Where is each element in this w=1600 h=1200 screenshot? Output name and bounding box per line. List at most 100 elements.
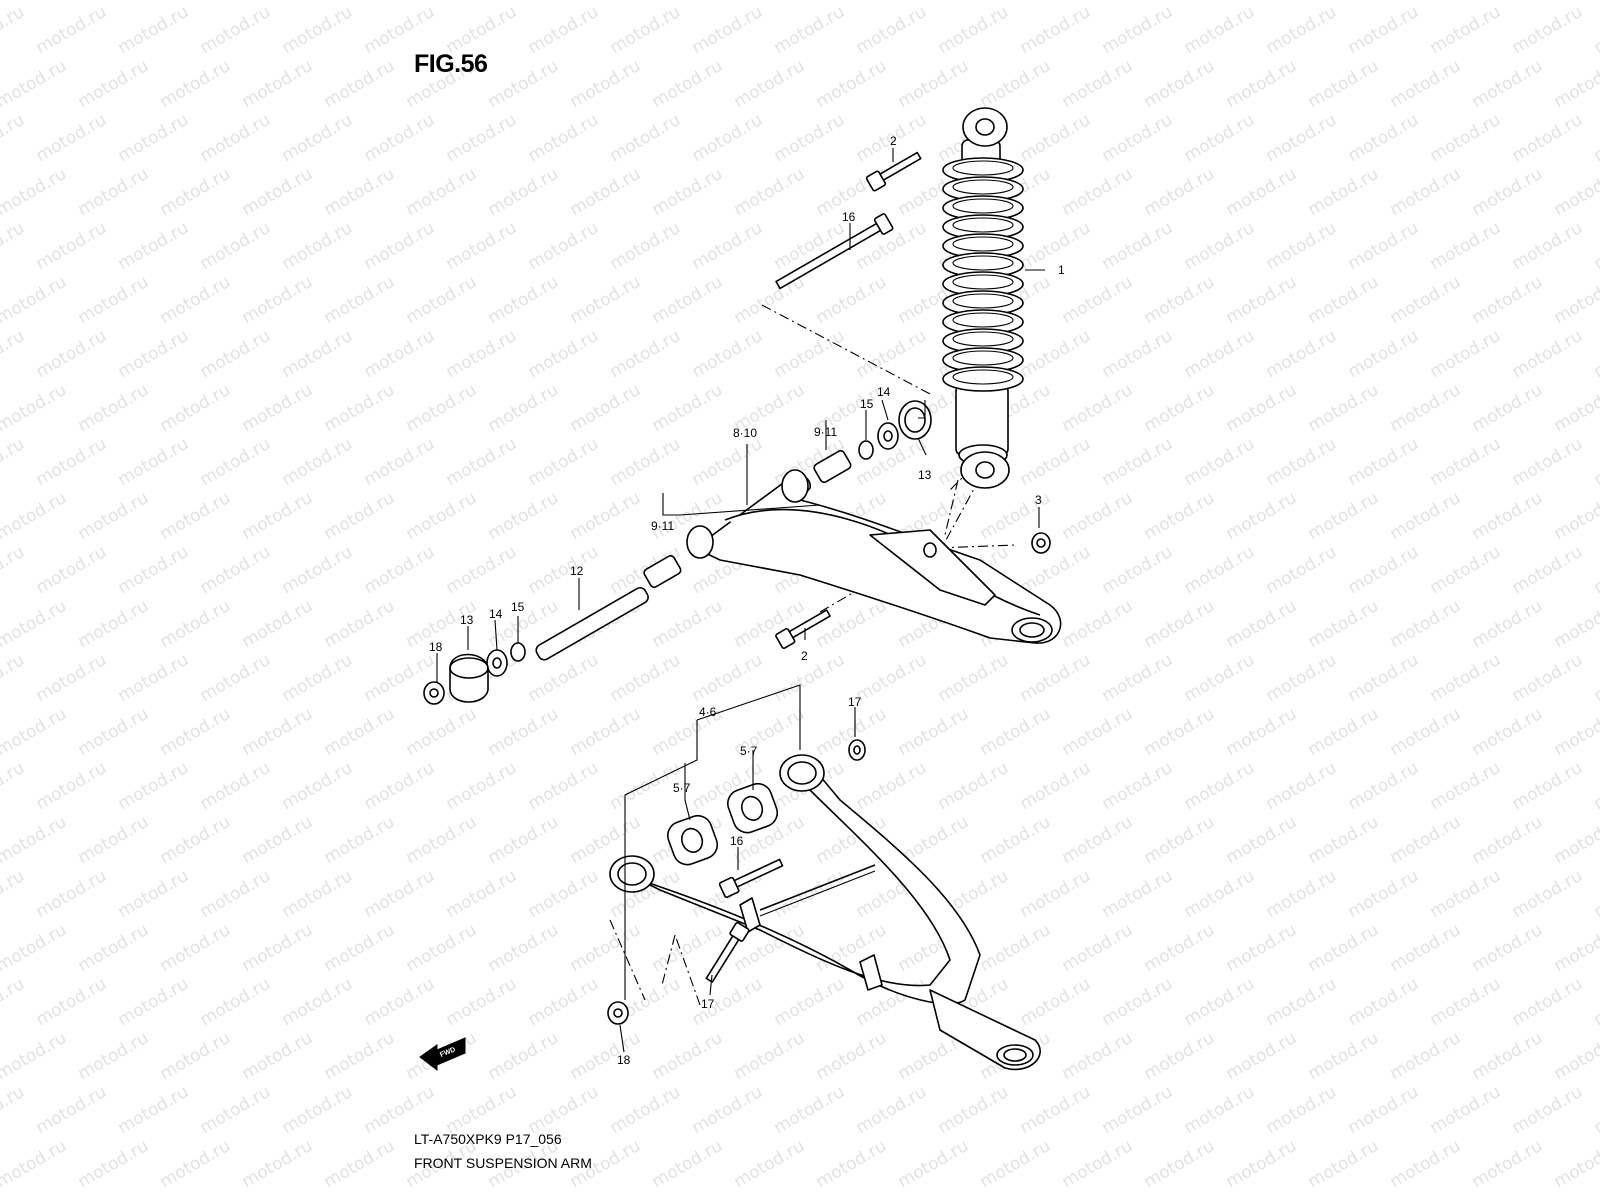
watermark-text: motod.ru <box>1305 272 1383 328</box>
watermark-text: motod.ru <box>1223 488 1301 544</box>
watermark-text: motod.ru <box>279 758 357 814</box>
watermark-text: motod.ru <box>525 2 603 58</box>
watermark-text: motod.ru <box>361 218 439 274</box>
watermark-text: motod.ru <box>75 704 153 760</box>
watermark-text: motod.ru <box>525 542 603 598</box>
watermark-text: motod.ru <box>0 650 28 706</box>
watermark-text: motod.ru <box>977 812 1055 868</box>
watermark-text: motod.ru <box>1223 704 1301 760</box>
watermark-text: motod.ru <box>485 920 563 976</box>
watermark-text: motod.ru <box>197 866 275 922</box>
watermark-text: motod.ru <box>1059 488 1137 544</box>
watermark-text: motod.ru <box>567 0 645 4</box>
watermark-text: motod.ru <box>649 380 727 436</box>
watermark-text: motod.ru <box>1017 866 1095 922</box>
watermark-text: motod.ru <box>115 866 193 922</box>
callout-1: 1 <box>1058 263 1065 277</box>
watermark-text: motod.ru <box>1345 650 1423 706</box>
watermark-text: motod.ru <box>403 488 481 544</box>
watermark-text: motod.ru <box>1591 2 1600 58</box>
watermark-text: motod.ru <box>1099 650 1177 706</box>
spring-coil-inner <box>952 312 1014 328</box>
callout-3: 3 <box>1035 493 1042 507</box>
watermark-text: motod.ru <box>1509 2 1587 58</box>
watermark-text: motod.ru <box>1141 488 1219 544</box>
watermark-text: motod.ru <box>1223 380 1301 436</box>
watermark-text: motod.ru <box>607 110 685 166</box>
watermark-text: motod.ru <box>525 434 603 490</box>
watermark-text: motod.ru <box>321 1136 399 1192</box>
watermark-text: motod.ru <box>1141 56 1219 112</box>
watermark-text: motod.ru <box>1305 0 1383 4</box>
spring-coil-inner <box>952 179 1014 195</box>
watermark-text: motod.ru <box>1141 596 1219 652</box>
watermark-text: motod.ru <box>813 56 891 112</box>
spring-coil-inner <box>952 293 1014 309</box>
watermark-text: motod.ru <box>771 1082 849 1138</box>
watermark-text: motod.ru <box>0 164 70 220</box>
watermark-text: motod.ru <box>1469 920 1547 976</box>
watermark-text: motod.ru <box>1387 380 1465 436</box>
watermark-text: motod.ru <box>75 812 153 868</box>
watermark-text: motod.ru <box>1387 488 1465 544</box>
watermark-text: motod.ru <box>1591 1082 1600 1138</box>
watermark-text: motod.ru <box>197 434 275 490</box>
watermark-text: motod.ru <box>1141 0 1219 4</box>
watermark-text: motod.ru <box>33 866 111 922</box>
watermark-text: motod.ru <box>1469 0 1547 4</box>
spring-coil-inner <box>952 369 1014 385</box>
watermark-text: motod.ru <box>157 1136 235 1192</box>
watermark-text: motod.ru <box>895 704 973 760</box>
watermark-text: motod.ru <box>1099 2 1177 58</box>
watermark-text: motod.ru <box>197 2 275 58</box>
callout-9-11-right: 9·11 <box>814 425 837 439</box>
watermark-text: motod.ru <box>0 812 70 868</box>
watermark-text: motod.ru <box>1469 272 1547 328</box>
watermark-text: motod.ru <box>1551 56 1600 112</box>
watermark-text: motod.ru <box>361 758 439 814</box>
watermark-text: motod.ru <box>1551 1028 1600 1084</box>
callout-leaders <box>436 148 1045 1053</box>
spring-coil-inner <box>952 255 1014 271</box>
watermark-text: motod.ru <box>1469 1028 1547 1084</box>
watermark-text: motod.ru <box>525 758 603 814</box>
watermark-text: motod.ru <box>1427 218 1505 274</box>
watermark-text: motod.ru <box>1099 218 1177 274</box>
watermark-text: motod.ru <box>197 218 275 274</box>
watermark-text: motod.ru <box>1591 326 1600 382</box>
watermark-text: motod.ru <box>1305 920 1383 976</box>
watermark-text: motod.ru <box>239 1028 317 1084</box>
watermark-text: motod.ru <box>279 2 357 58</box>
watermark-text: motod.ru <box>525 110 603 166</box>
watermark-text: motod.ru <box>689 326 767 382</box>
watermark-text: motod.ru <box>977 920 1055 976</box>
callout-2-lower: 2 <box>801 649 808 663</box>
watermark-text: motod.ru <box>649 596 727 652</box>
callout-8-10: 8·10 <box>733 426 757 440</box>
watermark-text: motod.ru <box>813 920 891 976</box>
callout-18-upper: 18 <box>429 640 443 654</box>
watermark-text: motod.ru <box>75 488 153 544</box>
watermark-text: motod.ru <box>1345 218 1423 274</box>
watermark-text: motod.ru <box>485 56 563 112</box>
watermark-text: motod.ru <box>607 326 685 382</box>
watermark-text: motod.ru <box>239 1136 317 1192</box>
watermark-text: motod.ru <box>1181 650 1259 706</box>
watermark-text: motod.ru <box>75 380 153 436</box>
watermark-text: motod.ru <box>1099 326 1177 382</box>
watermark-text: motod.ru <box>485 812 563 868</box>
callout-2-upper: 2 <box>890 134 897 148</box>
watermark-text: motod.ru <box>1263 974 1341 1030</box>
watermark-text: motod.ru <box>443 218 521 274</box>
watermark-text: motod.ru <box>1099 974 1177 1030</box>
watermark-text: motod.ru <box>935 1082 1013 1138</box>
watermark-text: motod.ru <box>75 272 153 328</box>
watermark-text: motod.ru <box>1469 1136 1547 1192</box>
watermark-text: motod.ru <box>0 380 70 436</box>
watermark-text: motod.ru <box>0 866 28 922</box>
watermark-text: motod.ru <box>75 56 153 112</box>
watermark-text: motod.ru <box>1387 704 1465 760</box>
watermark-text: motod.ru <box>853 650 931 706</box>
watermark-text: motod.ru <box>1427 866 1505 922</box>
watermark-text: motod.ru <box>115 434 193 490</box>
